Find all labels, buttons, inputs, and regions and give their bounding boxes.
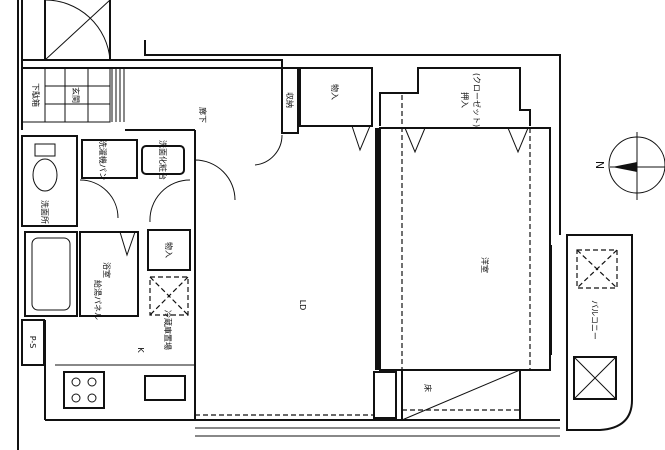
label-ld: LD [298, 300, 307, 311]
label-toko: 床 [423, 384, 433, 392]
pipe-space [21, 319, 45, 366]
bathtub [24, 231, 78, 317]
youshitsu [379, 127, 551, 371]
genkan-area [21, 67, 125, 123]
label-senmen-keshoudai: 洗面化粧台 [158, 140, 168, 180]
label-kyuto-panel: 給湯パネル [93, 280, 103, 320]
yokushitsu [79, 231, 139, 317]
toko [401, 369, 521, 421]
shuno-box [281, 67, 299, 134]
label-sentakuki: 洗濯機パン [98, 140, 108, 180]
label-senmenjo: 洗面所 [40, 200, 50, 224]
label-oshiire: 押入 [460, 92, 470, 108]
compass-north-label: N [593, 161, 606, 169]
label-monoire-mid: 物入 [164, 242, 174, 258]
ld-door[interactable] [194, 134, 283, 201]
monoire-mid [147, 229, 191, 271]
monoire-top [299, 67, 373, 127]
label-closet: (クローゼット) [472, 73, 482, 127]
label-kitchen: K [136, 347, 145, 353]
label-shuno: 収納 [285, 92, 295, 108]
label-balcony: バルコニー [590, 300, 599, 340]
fridge-space [149, 276, 189, 316]
senmen-keshoudai [141, 145, 185, 175]
entrance-door[interactable] [44, 0, 111, 61]
sentakuki-pan [81, 139, 138, 179]
label-ps: P-S [28, 336, 37, 349]
oshiire [379, 67, 531, 126]
sliding-partition[interactable] [375, 128, 379, 370]
compass-icon: N [593, 132, 665, 200]
label-yokushitsu: 浴室 [102, 262, 112, 278]
sink [144, 375, 186, 401]
label-genkan: 玄関 [71, 87, 81, 103]
label-rouka: 廊下 [198, 107, 208, 123]
balcony [566, 234, 633, 431]
outer-walls [17, 0, 561, 450]
label-youshitsu: 洋室 [480, 257, 490, 273]
stove [63, 371, 105, 409]
label-monoire-top: 物入 [330, 84, 340, 100]
drain-icon [573, 356, 617, 400]
toilet-icon [32, 158, 58, 192]
label-reizouko: 冷蔵庫置場 [163, 310, 173, 350]
senmenjo [21, 135, 78, 227]
label-getabako: 下駄箱 [31, 83, 41, 107]
